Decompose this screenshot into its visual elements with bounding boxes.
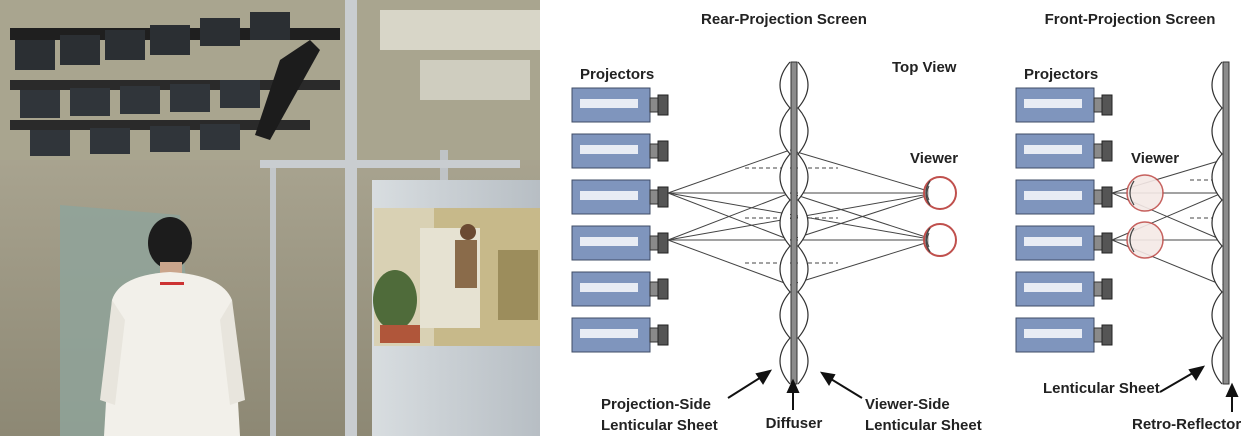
front-eye-icon	[1126, 174, 1164, 212]
front-projector-list	[1015, 87, 1113, 353]
viewer-side-label-line1: Viewer-Side	[865, 396, 950, 413]
retro-reflector	[1222, 61, 1230, 385]
viewer-side-lenticular-sheet	[797, 61, 809, 385]
rear-projectors-label: Projectors	[580, 66, 654, 83]
front-lenticular-sheet	[1211, 61, 1223, 385]
diffuser	[790, 61, 798, 385]
front-projector-icon	[1015, 317, 1113, 353]
rear-projector-icon	[571, 179, 669, 215]
projection-side-label-line1: Projection-Side	[601, 396, 711, 413]
rear-projection-diagram: Rear-Projection Screen Projectors Top Vi…	[571, 11, 982, 434]
front-projector-icon	[1015, 133, 1113, 169]
rear-projector-icon	[571, 87, 669, 123]
rear-eye-icon	[923, 176, 957, 210]
front-eye-icon	[1126, 221, 1164, 259]
projection-side-lenticular-sheet	[779, 61, 791, 385]
front-projector-icon	[1015, 179, 1113, 215]
rear-projector-icon	[571, 271, 669, 307]
front-viewer-label: Viewer	[1131, 150, 1179, 167]
front-projector-icon	[1015, 271, 1113, 307]
front-projector-icon	[1015, 225, 1113, 261]
front-projection-diagram: Front-Projection Screen Projectors Viewe…	[1015, 11, 1241, 433]
front-projectors-label: Projectors	[1024, 66, 1098, 83]
rear-eye-icon	[923, 223, 957, 257]
rear-projector-icon	[571, 225, 669, 261]
front-title: Front-Projection Screen	[1045, 11, 1216, 28]
person-icon	[100, 217, 245, 436]
rear-title: Rear-Projection Screen	[701, 11, 867, 28]
viewer-side-label-line2: Lenticular Sheet	[865, 417, 982, 434]
front-projector-icon	[1015, 87, 1113, 123]
projector-array-icon	[10, 12, 340, 156]
retro-reflector-label: Retro-Reflector	[1132, 416, 1241, 433]
rear-projector-icon	[571, 317, 669, 353]
projection-screen-icon	[372, 180, 540, 436]
top-view-label: Top View	[892, 59, 957, 76]
photo-panel	[0, 0, 540, 436]
rear-viewer-label: Viewer	[910, 150, 958, 167]
front-ray-lines	[1111, 159, 1223, 286]
rear-projector-icon	[571, 133, 669, 169]
front-lenticular-label: Lenticular Sheet	[1043, 380, 1160, 397]
projection-side-label-line2: Lenticular Sheet	[601, 417, 718, 434]
diffuser-label: Diffuser	[766, 415, 823, 432]
rear-projector-list	[571, 87, 669, 353]
